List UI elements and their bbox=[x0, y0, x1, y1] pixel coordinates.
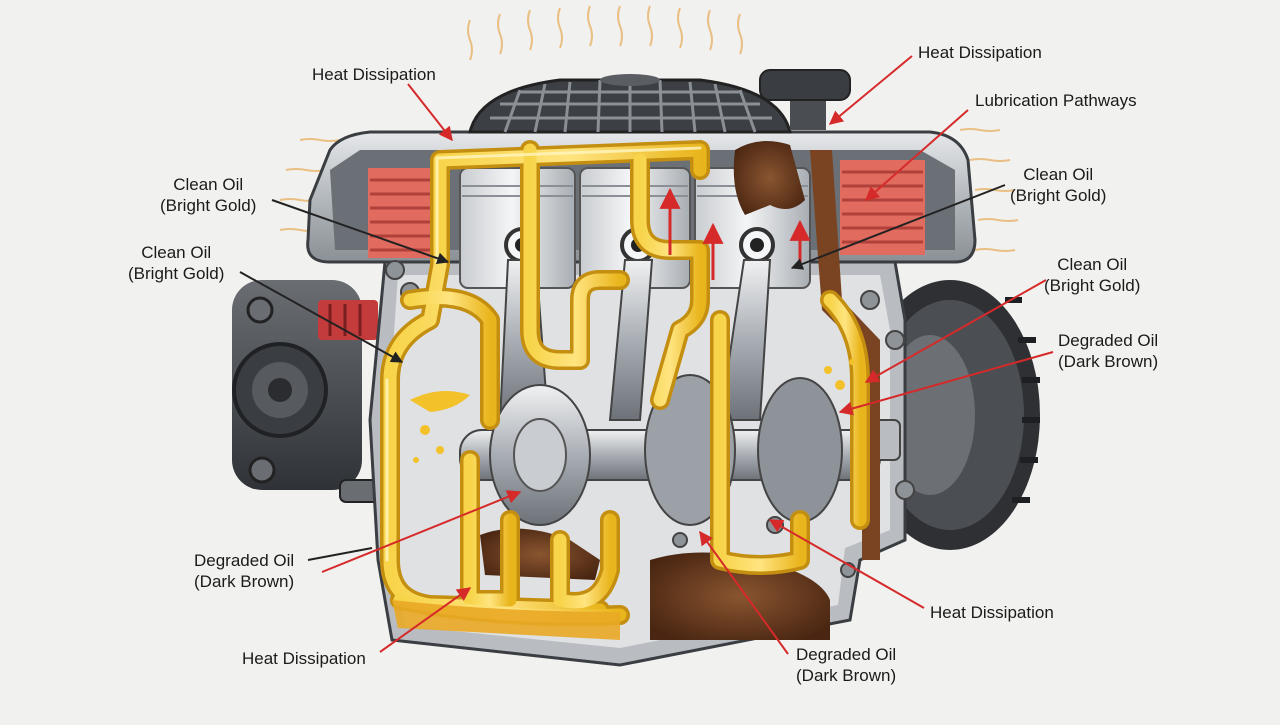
label-heat-dissipation-top-right: Heat Dissipation bbox=[918, 43, 1042, 62]
starter-housing bbox=[232, 280, 386, 503]
cooling-grille bbox=[468, 74, 792, 134]
oil-pan-pool bbox=[392, 600, 620, 640]
label-heat-dissipation-top-left: Heat Dissipation bbox=[312, 65, 436, 84]
leader-lines-dark bbox=[239, 184, 1006, 561]
oil-filler-cap bbox=[759, 69, 851, 130]
label-degraded-oil-bottom: Degraded Oil (Dark Brown) bbox=[796, 645, 897, 685]
label-clean-oil-left-2: Clean Oil (Bright Gold) bbox=[128, 243, 225, 283]
label-clean-oil-left-1: Clean Oil (Bright Gold) bbox=[160, 175, 257, 215]
oil-splash bbox=[410, 359, 855, 463]
clean-oil-pathways bbox=[380, 140, 870, 626]
label-degraded-oil-left: Degraded Oil (Dark Brown) bbox=[194, 551, 295, 591]
label-clean-oil-right-2: Clean Oil (Bright Gold) bbox=[1044, 255, 1141, 295]
label-degraded-oil-right: Degraded Oil (Dark Brown) bbox=[1058, 331, 1159, 371]
label-heat-dissipation-bottom-right: Heat Dissipation bbox=[930, 603, 1054, 622]
label-lubrication-pathways: Lubrication Pathways bbox=[975, 91, 1137, 110]
internal-heat-arrows bbox=[659, 187, 811, 280]
label-heat-dissipation-bottom-left: Heat Dissipation bbox=[242, 649, 366, 668]
label-clean-oil-right-1: Clean Oil (Bright Gold) bbox=[1010, 165, 1107, 205]
leader-lines bbox=[321, 55, 1054, 655]
heat-fins-right bbox=[840, 160, 925, 255]
